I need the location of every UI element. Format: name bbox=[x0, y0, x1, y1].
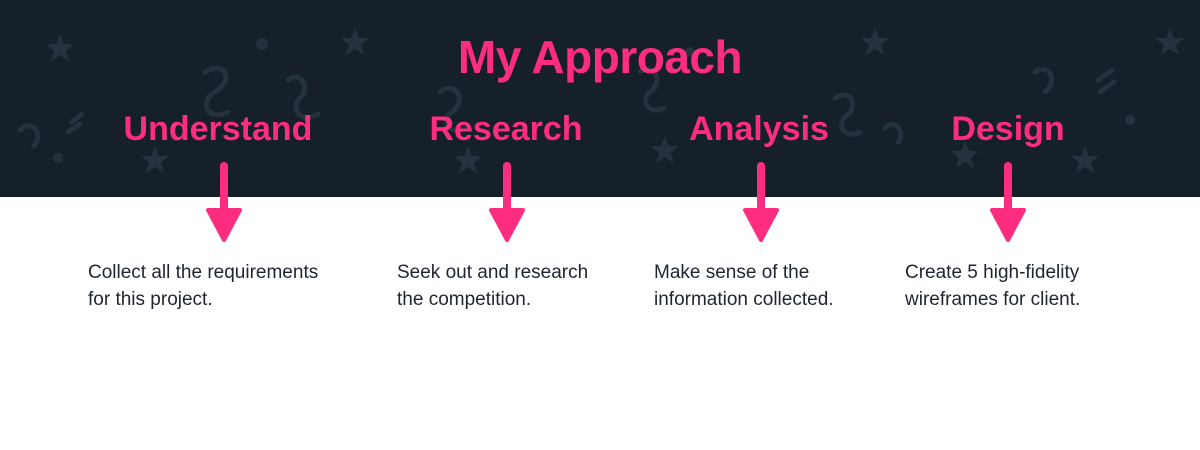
step-description-line: Seek out and research bbox=[397, 262, 589, 283]
step-description-understand: Collect all the requirements for this pr… bbox=[88, 259, 318, 313]
star-icon bbox=[341, 28, 369, 55]
squiggle-icon bbox=[1032, 67, 1054, 95]
header-banner: My Approach bbox=[0, 0, 1200, 197]
squiggle-icon bbox=[285, 74, 321, 121]
star-icon bbox=[1071, 146, 1099, 173]
squiggle-icon bbox=[17, 123, 41, 149]
squiggle-icon bbox=[1095, 67, 1117, 95]
star-icon bbox=[951, 141, 979, 168]
step-description-line: Make sense of the bbox=[654, 262, 810, 283]
step-title-research: Research bbox=[429, 110, 583, 148]
star-icon bbox=[454, 146, 482, 173]
page-title: My Approach bbox=[457, 31, 743, 83]
step-description-line: Create 5 high-fidelity bbox=[905, 262, 1080, 283]
decorative-pattern bbox=[17, 28, 1184, 173]
step-description-line: wireframes for client. bbox=[905, 289, 1081, 310]
arrow-down-icon bbox=[206, 162, 242, 242]
step-description-analysis: Make sense of the information collected. bbox=[654, 259, 834, 313]
squiggle-icon bbox=[437, 85, 469, 133]
step-description-line: information collected. bbox=[654, 289, 834, 310]
star-icon bbox=[651, 136, 679, 163]
step-description-line: Collect all the requirements bbox=[88, 262, 319, 283]
squiggle-icon bbox=[202, 65, 231, 118]
arrow-down-icon bbox=[743, 162, 779, 242]
arrow-down-icon bbox=[990, 162, 1026, 242]
dot-icon bbox=[1125, 115, 1135, 125]
dot-icon bbox=[685, 47, 695, 57]
step-description-research: Seek out and research the competition. bbox=[397, 259, 588, 313]
step-description-line: the competition. bbox=[397, 289, 532, 310]
star-icon bbox=[46, 34, 74, 61]
squiggle-icon bbox=[882, 122, 904, 145]
arrow-down-icon bbox=[489, 162, 525, 242]
star-icon bbox=[1156, 28, 1184, 55]
step-title-analysis: Analysis bbox=[689, 110, 829, 148]
star-icon bbox=[861, 28, 889, 55]
dot-icon bbox=[256, 38, 268, 50]
step-description-design: Create 5 high-fidelity wireframes for cl… bbox=[905, 259, 1080, 313]
squiggle-icon bbox=[832, 92, 863, 137]
star-icon bbox=[141, 146, 169, 173]
squiggle-icon bbox=[65, 111, 85, 135]
step-description-line: for this project. bbox=[88, 289, 213, 310]
dot-icon bbox=[53, 153, 63, 163]
step-title-design: Design bbox=[951, 110, 1065, 148]
squiggle-icon bbox=[637, 67, 667, 113]
step-title-understand: Understand bbox=[123, 110, 313, 148]
